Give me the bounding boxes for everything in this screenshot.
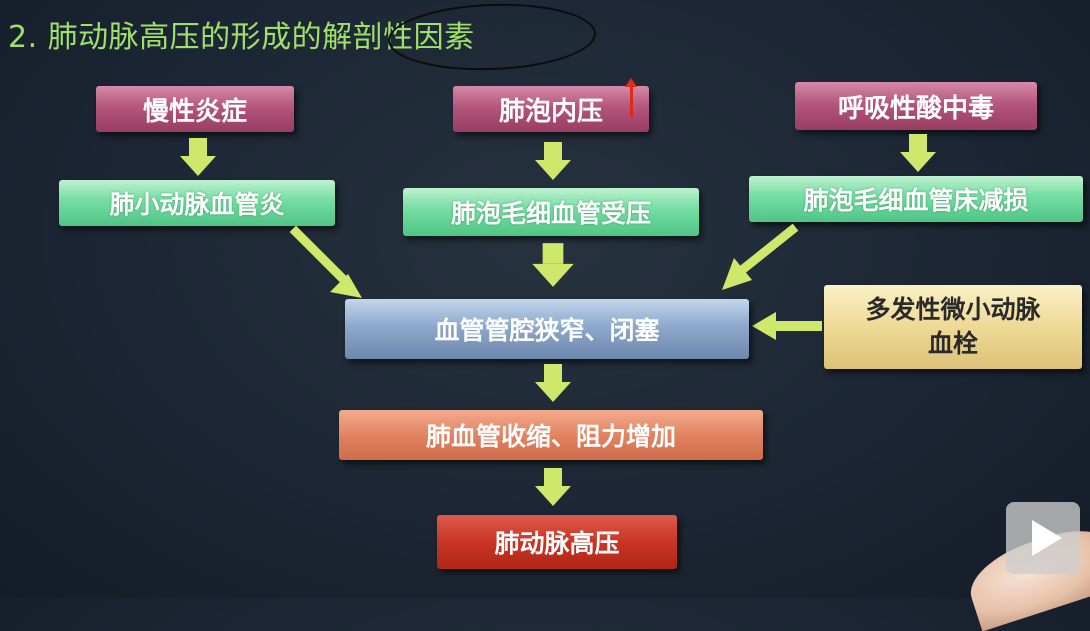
node-alveolar-pressure: 肺泡内压 — [453, 86, 649, 132]
connector-arrows — [289, 223, 822, 340]
arrow-down-left-1 — [180, 138, 216, 176]
node-alveolar-capillary-bed-reduction: 肺泡毛细血管床减损 — [749, 176, 1083, 222]
node-multiple-microthrombi-line1: 多发性微小动脉 — [865, 295, 1041, 324]
slide-title: 2. 肺动脉高压的形成的解剖性因素 — [8, 20, 475, 55]
arrow-down-center-3 — [535, 364, 571, 402]
play-button[interactable] — [1006, 502, 1080, 574]
arrow-down-center-4 — [535, 468, 571, 506]
arrow-diagonal-right — [722, 223, 799, 290]
arrow-down-right-1 — [900, 134, 936, 172]
node-pulmonary-arteriolitis: 肺小动脉血管炎 — [59, 180, 335, 226]
arrow-down-center-2 — [532, 243, 574, 287]
node-chronic-inflammation: 慢性炎症 — [96, 86, 294, 132]
play-icon — [1032, 520, 1062, 556]
node-multiple-microthrombi-line2: 血栓 — [927, 329, 978, 358]
node-vascular-lumen-stenosis: 血管管腔狭窄、闭塞 — [345, 299, 749, 359]
up-arrow-icon — [625, 78, 637, 118]
node-multiple-microthrombi: 多发性微小动脉 血栓 — [824, 285, 1082, 369]
node-respiratory-acidosis: 呼吸性酸中毒 — [795, 82, 1037, 130]
arrow-diagonal-left — [289, 225, 362, 298]
arrow-left-from-thrombus — [752, 312, 822, 340]
arrow-down-center-1 — [535, 142, 571, 180]
node-pulmonary-hypertension: 肺动脉高压 — [437, 515, 677, 569]
node-vasoconstriction-resistance: 肺血管收缩、阻力增加 — [339, 410, 763, 460]
node-alveolar-capillary-compression: 肺泡毛细血管受压 — [403, 188, 699, 236]
